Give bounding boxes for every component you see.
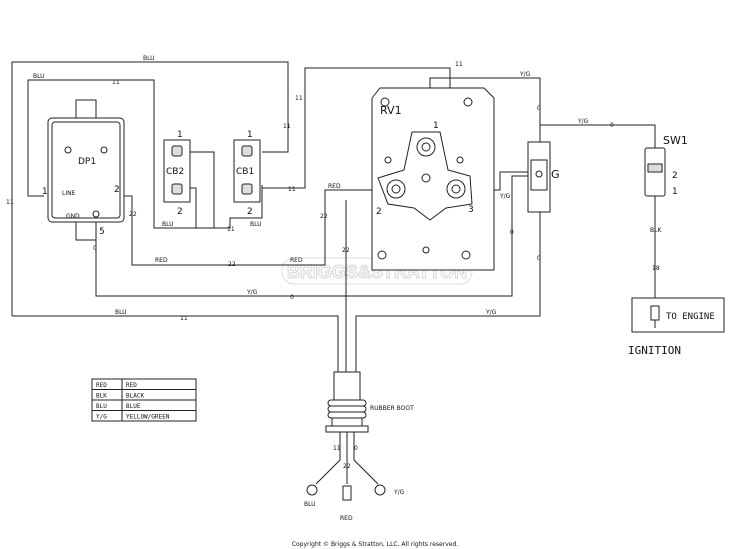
wire-label-0: 0 (537, 105, 541, 112)
wire-label-blu: BLU (250, 221, 262, 228)
cb1-breaker: CB1 1 2 (233, 130, 261, 217)
wire-label-red: RED (328, 183, 341, 190)
wire-blu-outer (11, 61, 289, 316)
wire-label-22: 22 (129, 211, 137, 218)
dp1-gnd-label: GND (66, 213, 80, 220)
wire-label-11: 11 (455, 61, 463, 68)
ground-label: G (551, 168, 560, 181)
copyright-text: Copyright © Briggs & Stratton, LLC. All … (292, 541, 458, 548)
dp1-line-label: LINE (62, 190, 76, 197)
sw1-pin-1: 1 (672, 187, 678, 197)
wire-label-11: 11 (295, 95, 303, 102)
wire-label-18: 18 (652, 265, 660, 272)
wire-label-0: 0 (610, 122, 614, 129)
dp1-label: DP1 (78, 157, 96, 167)
wire-label-11: 11 (333, 445, 341, 452)
wire-label-yg: Y/G (393, 489, 405, 496)
legend-name-yg: YELLOW/GREEN (126, 414, 170, 421)
dp1-pin-5: 5 (99, 227, 105, 237)
wire-yg-dp1 (95, 175, 540, 297)
wire-label-yg: Y/G (499, 193, 511, 200)
legend-name-blk: BLACK (126, 393, 144, 400)
wire-label-22: 22 (228, 261, 236, 268)
wire-label-blu: BLU (162, 221, 174, 228)
wire-label-blu: BLU (115, 309, 127, 316)
sw1-pin-2: 2 (672, 171, 678, 181)
wire-label-blu: BLU (143, 55, 155, 62)
wire-label-0: 0 (510, 229, 514, 236)
rv1-receptacle: RV1 1 2 3 (371, 87, 495, 271)
to-engine-box: TO ENGINE IGNITION (628, 297, 725, 357)
wire-label-22: 22 (343, 463, 351, 470)
legend-name-red: RED (126, 382, 137, 389)
dp1-receptacle: DP1 LINE GND 1 2 5 (42, 99, 125, 241)
wire-blu-bottom (12, 315, 339, 372)
wire-label-11: 11 (112, 79, 120, 86)
wire-label-22: 22 (342, 247, 350, 254)
rv1-pin-3: 3 (468, 205, 474, 215)
rubber-boot-label: RUBBER BOOT (370, 405, 414, 412)
cb2-pin-2: 2 (177, 207, 183, 217)
dp1-pin-1: 1 (42, 187, 48, 197)
rv1-label: RV1 (380, 104, 402, 117)
sw1-label: SW1 (663, 134, 688, 147)
wire-blu-dp1 (27, 79, 263, 229)
legend-code-blk: BLK (96, 393, 107, 400)
legend-code-red: RED (96, 382, 107, 389)
wire-label-0: 0 (537, 255, 541, 262)
rubber-boot: RUBBER BOOT (306, 371, 414, 501)
legend-name-blu: BLUE (126, 403, 141, 410)
wire-yg-sw1 (539, 124, 656, 172)
wire-labels: BLU BLU 11 11 11 11 11 11 11 BLU BLU 22 … (6, 55, 662, 522)
cb1-label: CB1 (236, 167, 254, 177)
wire-label-yg: Y/G (577, 118, 589, 125)
cb1-pin-1: 1 (247, 130, 253, 140)
cb2-pin-1: 1 (177, 130, 183, 140)
wire-label-11: 11 (288, 186, 296, 193)
legend-code-blu: BLU (96, 403, 107, 410)
ground-block: G (527, 141, 560, 213)
ignition-label: IGNITION (628, 344, 681, 357)
wire-label-0: 0 (93, 245, 97, 252)
wire-label-blu: BLU (33, 73, 45, 80)
wire-label-11: 11 (283, 123, 291, 130)
wire-label-blk: BLK (650, 227, 662, 234)
wire-label-blu: BLU (304, 501, 316, 508)
wire-red-22 (122, 189, 395, 266)
wire-label-red: RED (155, 257, 168, 264)
wire-label-yg: Y/G (485, 309, 497, 316)
rv1-pin-1: 1 (433, 121, 439, 131)
cb2-breaker: CB2 1 2 (163, 130, 191, 217)
wire-g-harness (355, 190, 541, 372)
rv1-pin-2: 2 (376, 207, 382, 217)
wire-label-11: 11 (227, 226, 235, 233)
wire-cb2-cb1-top (186, 151, 215, 229)
wire-label-red: RED (340, 515, 353, 522)
legend-code-yg: Y/G (96, 414, 107, 421)
sw1-switch: SW1 2 1 (644, 134, 688, 197)
cb2-label: CB2 (166, 167, 184, 177)
wire-label-0: 0 (290, 294, 294, 301)
dp1-pin-2: 2 (114, 185, 120, 195)
wire-label-22: 22 (320, 213, 328, 220)
wire-label-yg: Y/G (519, 71, 531, 78)
wire-label-yg: Y/G (246, 289, 258, 296)
to-engine-label: TO ENGINE (666, 312, 715, 322)
wire-label-11: 11 (180, 315, 188, 322)
legend: RED RED BLK BLACK BLU BLUE Y/G YELLOW/GR… (91, 378, 197, 422)
cb1-pin-2: 2 (247, 207, 253, 217)
wire-label-red: RED (290, 257, 303, 264)
wire-label-11: 11 (6, 199, 14, 206)
wire-label-0: 0 (354, 445, 358, 452)
